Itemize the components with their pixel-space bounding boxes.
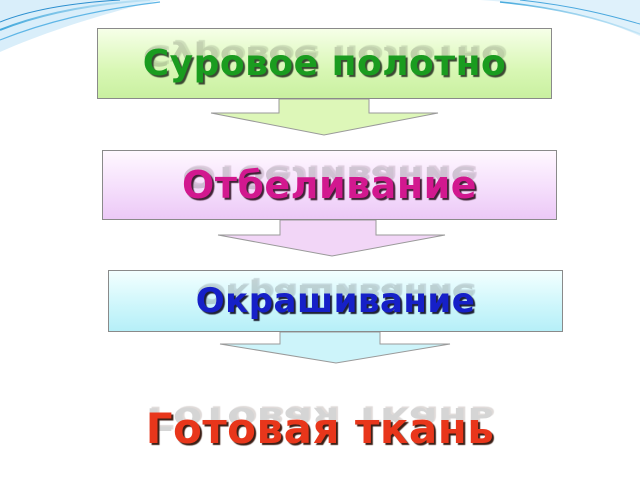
step-box-dyeing: Окрашивание Окрашивание xyxy=(108,270,563,332)
down-arrow-2 xyxy=(217,220,446,257)
result-label-finished-fabric: Готовая ткань Готовая ткань xyxy=(145,400,495,453)
down-arrow-1 xyxy=(210,99,439,136)
step-label-dyeing: Окрашивание Окрашивание xyxy=(195,278,476,321)
down-arrow-3 xyxy=(219,332,451,364)
result-heading: Готовая ткань Готовая ткань xyxy=(0,400,640,453)
down-arrow-1-shape xyxy=(210,99,439,136)
step-box-bleaching: Отбеливание Отбеливание xyxy=(102,150,557,220)
step-label-raw-fabric: Суровое полотно Суровое полотно xyxy=(142,40,507,84)
step-label-bleaching: Отбеливание Отбеливание xyxy=(182,159,477,207)
step-box-raw-fabric: Суровое полотно Суровое полотно xyxy=(97,28,552,99)
down-arrow-3-shape xyxy=(219,332,451,364)
down-arrow-2-shape xyxy=(217,220,446,257)
